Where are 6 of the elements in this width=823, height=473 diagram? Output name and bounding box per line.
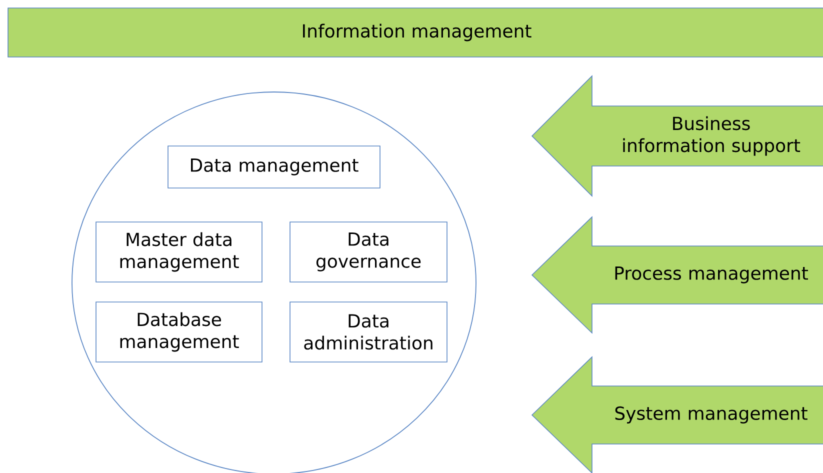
text-box: Data management [168, 146, 380, 188]
text-box: Data governance [290, 222, 448, 282]
banner: Information management [8, 8, 823, 58]
text-box: Database management [96, 302, 262, 362]
text-box: Data administration [290, 302, 448, 362]
text-box: Master data management [96, 222, 262, 282]
